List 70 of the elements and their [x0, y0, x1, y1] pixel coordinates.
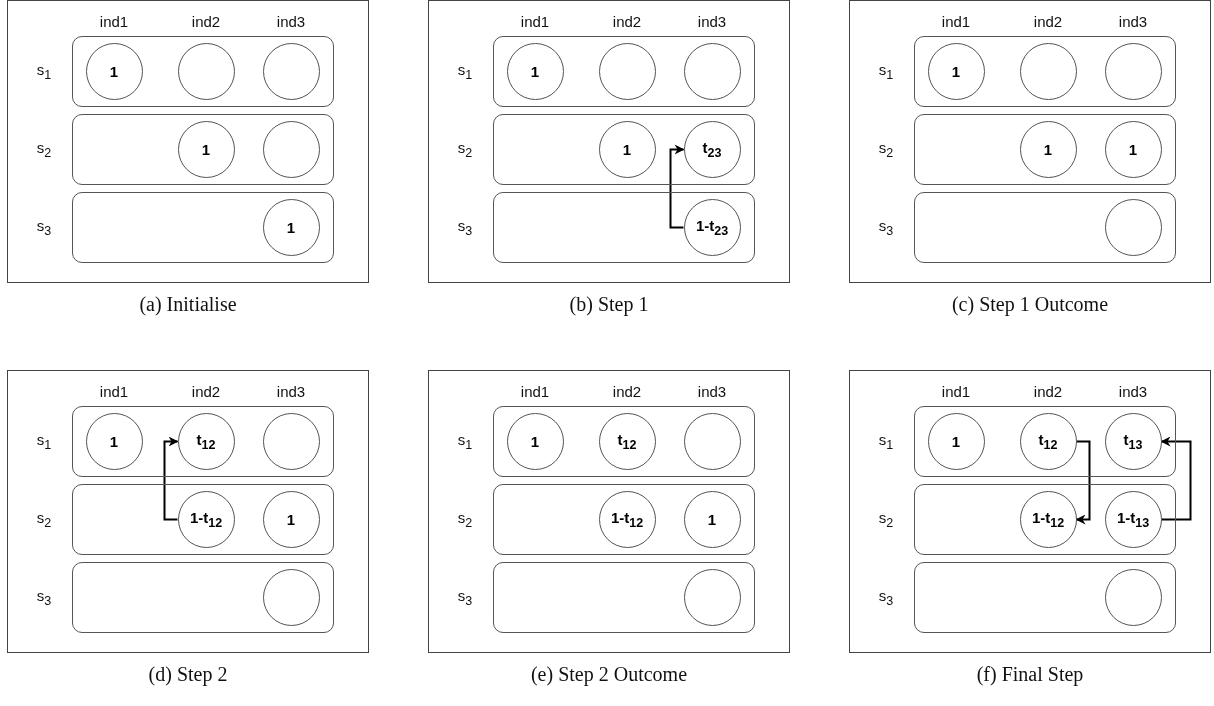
state-row [914, 562, 1176, 633]
state-row [493, 114, 755, 185]
row-label: s$_{1}$ [457, 60, 473, 82]
state-row [72, 192, 334, 263]
row-label: s$_{2}$ [878, 138, 894, 160]
row-label: s$_{1}$ [36, 60, 52, 82]
arrow [1160, 436, 1192, 521]
panel-frame [7, 0, 369, 283]
state-row [914, 114, 1176, 185]
column-header: ind3 [276, 382, 306, 400]
panel-caption: (c) Step 1 Outcome [951, 293, 1109, 316]
row-label: s$_{1}$ [457, 430, 473, 452]
column-header: ind3 [697, 382, 727, 400]
row-label: s$_{1}$ [878, 430, 894, 452]
panel-caption: (e) Step 2 Outcome [530, 663, 688, 686]
column-header: ind3 [697, 12, 727, 30]
row-label: s$_{3}$ [36, 586, 52, 608]
state-row [493, 36, 755, 107]
column-header: ind2 [612, 382, 642, 400]
row-label: s$_{2}$ [36, 138, 52, 160]
state-row [72, 562, 334, 633]
state-row [493, 192, 755, 263]
arrow [669, 144, 685, 229]
column-header: ind1 [99, 382, 129, 400]
column-header: ind1 [520, 382, 550, 400]
column-header: ind1 [941, 12, 971, 30]
row-label: s$_{3}$ [457, 586, 473, 608]
arrow [1075, 440, 1091, 525]
state-row [914, 484, 1176, 555]
row-label: s$_{2}$ [878, 508, 894, 530]
state-row [72, 484, 334, 555]
panel-caption: (d) Step 2 [148, 663, 228, 686]
column-header: ind3 [1118, 12, 1148, 30]
panel-frame [428, 370, 790, 653]
panel-caption: (f) Final Step [976, 663, 1084, 686]
column-header: ind2 [612, 12, 642, 30]
state-row [914, 192, 1176, 263]
column-header: ind2 [1033, 382, 1063, 400]
column-header: ind3 [1118, 382, 1148, 400]
panel-frame [428, 0, 790, 283]
row-label: s$_{3}$ [36, 216, 52, 238]
column-header: ind2 [191, 382, 221, 400]
state-row [914, 406, 1176, 477]
state-row [493, 484, 755, 555]
state-row [72, 114, 334, 185]
column-header: ind1 [941, 382, 971, 400]
row-label: s$_{1}$ [36, 430, 52, 452]
state-row [72, 36, 334, 107]
row-label: s$_{2}$ [457, 138, 473, 160]
panel-frame [849, 370, 1211, 653]
panel-frame [7, 370, 369, 653]
state-row [72, 406, 334, 477]
state-row [493, 562, 755, 633]
row-label: s$_{3}$ [878, 216, 894, 238]
row-label: s$_{2}$ [36, 508, 52, 530]
row-label: s$_{3}$ [878, 586, 894, 608]
column-header: ind1 [99, 12, 129, 30]
row-label: s$_{2}$ [457, 508, 473, 530]
row-label: s$_{1}$ [878, 60, 894, 82]
column-header: ind2 [191, 12, 221, 30]
column-header: ind2 [1033, 12, 1063, 30]
panel-caption: (b) Step 1 [569, 293, 649, 316]
row-label: s$_{3}$ [457, 216, 473, 238]
column-header: ind3 [276, 12, 306, 30]
panel-frame [849, 0, 1211, 283]
state-row [914, 36, 1176, 107]
state-row [493, 406, 755, 477]
panel-caption: (a) Initialise [139, 293, 237, 316]
arrow [163, 436, 179, 521]
column-header: ind1 [520, 12, 550, 30]
